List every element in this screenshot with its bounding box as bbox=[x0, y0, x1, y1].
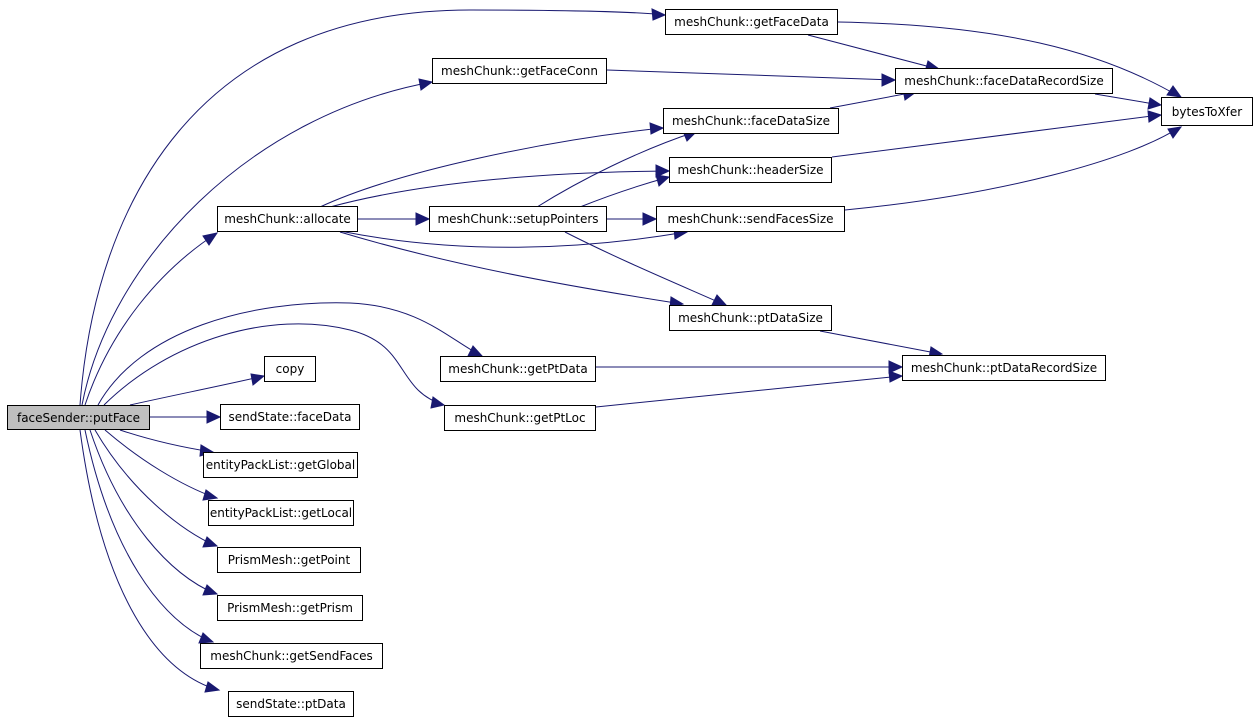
edge-putFace-getSendFaces bbox=[84, 429, 213, 643]
arrow-sendFacesSize-bytesToXfer bbox=[1167, 126, 1183, 139]
edge-headerSize-bytesToXfer bbox=[831, 114, 1161, 158]
node-meshchunk-headersize[interactable]: meshChunk::headerSize bbox=[669, 157, 832, 183]
edge-getFaceData-bytesToXfer bbox=[837, 21, 1181, 98]
edge-putFace-getLocal bbox=[104, 429, 217, 499]
arrow-allocate-headerSize bbox=[655, 164, 671, 178]
edge-putFace-getPrism bbox=[89, 429, 217, 595]
arrow-putFace-getFaceData bbox=[651, 8, 667, 21]
node-bytestoxfer[interactable]: bytesToXfer bbox=[1161, 97, 1253, 126]
arrow-putFace-getSendFaces bbox=[198, 632, 215, 644]
node-meshchunk-getfaceconn[interactable]: meshChunk::getFaceConn bbox=[432, 58, 607, 84]
edge-allocate-faceDataSize bbox=[319, 127, 663, 208]
node-meshchunk-allocate[interactable]: meshChunk::allocate bbox=[217, 206, 358, 232]
node-sendstate-facedata[interactable]: sendState::faceData bbox=[220, 404, 360, 430]
node-sendstate-ptdata[interactable]: sendState::ptData bbox=[228, 691, 354, 717]
edge-putFace-getPoint bbox=[94, 429, 217, 547]
edge-faceDataSize-faceDataRecordSize bbox=[829, 91, 916, 109]
arrow-putFace-getFaceConn bbox=[418, 78, 434, 91]
arrow-putFace-getPtLoc bbox=[430, 396, 446, 409]
edge-setupPointers-faceDataSize bbox=[536, 131, 696, 208]
edge-allocate-ptDataSize bbox=[339, 231, 683, 305]
edge-getFaceConn-faceDataRecordSize bbox=[606, 69, 895, 81]
node-meshchunk-setuppointers[interactable]: meshChunk::setupPointers bbox=[429, 206, 607, 232]
arrow-putFace-sendStateFaceData bbox=[206, 410, 222, 424]
arrow-putFace-getPrism bbox=[202, 584, 219, 596]
arrow-allocate-setupPointers bbox=[415, 212, 431, 226]
node-facesender-putface: faceSender::putFace bbox=[7, 405, 150, 430]
node-entitypacklist-getlocal[interactable]: entityPackList::getLocal bbox=[208, 500, 354, 526]
node-meshchunk-facedatasize[interactable]: meshChunk::faceDataSize bbox=[663, 108, 839, 134]
node-entitypacklist-getglobal[interactable]: entityPackList::getGlobal bbox=[203, 452, 358, 478]
edge-putFace-getPtData bbox=[97, 302, 483, 406]
arrow-getPtLoc-ptDataRecordSize bbox=[888, 370, 904, 383]
edge-putFace-getFaceData bbox=[79, 9, 665, 406]
node-meshchunk-getptloc[interactable]: meshChunk::getPtLoc bbox=[444, 405, 596, 431]
edge-ptDataSize-ptDataRecordSize bbox=[819, 330, 942, 355]
node-prismmesh-getpoint[interactable]: PrismMesh::getPoint bbox=[217, 547, 361, 573]
arrow-getFaceData-bytesToXfer bbox=[1166, 85, 1183, 98]
arrow-allocate-faceDataSize bbox=[649, 122, 665, 135]
edge-putFace-copy bbox=[129, 375, 265, 406]
edge-putFace-ptData bbox=[79, 429, 219, 691]
arrow-putFace-copy bbox=[250, 373, 266, 386]
edge-setupPointers-ptDataSize bbox=[564, 231, 726, 306]
edge-putFace-allocate bbox=[84, 232, 218, 406]
arrow-getPtData-ptDataRecordSize bbox=[888, 360, 904, 374]
arrow-setupPointers-sendFacesSize bbox=[642, 212, 658, 226]
edge-putFace-getFaceConn bbox=[81, 81, 433, 406]
arrow-putFace-getPoint bbox=[202, 536, 219, 548]
arrow-setupPointers-headerSize bbox=[655, 174, 671, 187]
arrow-putFace-getPtData bbox=[467, 345, 484, 357]
arrow-putFace-getLocal bbox=[202, 489, 219, 501]
edge-allocate-headerSize bbox=[329, 170, 669, 208]
node-meshchunk-getfacedata[interactable]: meshChunk::getFaceData bbox=[665, 9, 838, 35]
node-meshchunk-getptdata[interactable]: meshChunk::getPtData bbox=[440, 356, 596, 382]
edge-getFaceData-faceDataRecordSize bbox=[807, 34, 939, 70]
edge-allocate-sendFacesSize bbox=[339, 230, 687, 248]
node-prismmesh-getprism[interactable]: PrismMesh::getPrism bbox=[217, 595, 363, 621]
node-meshchunk-facedatarecordsize[interactable]: meshChunk::faceDataRecordSize bbox=[895, 68, 1113, 94]
arrow-putFace-ptData bbox=[204, 681, 221, 693]
arrow-headerSize-bytesToXfer bbox=[1147, 110, 1163, 123]
node-copy[interactable]: copy bbox=[264, 356, 316, 382]
node-meshchunk-ptdatarecordsize[interactable]: meshChunk::ptDataRecordSize bbox=[902, 355, 1106, 381]
node-meshchunk-sendfacessize[interactable]: meshChunk::sendFacesSize bbox=[656, 206, 845, 232]
edge-sendFacesSize-bytesToXfer bbox=[844, 126, 1181, 211]
node-meshchunk-ptdatasize[interactable]: meshChunk::ptDataSize bbox=[669, 305, 832, 331]
arrow-faceDataRecordSize-bytesToXfer bbox=[1147, 97, 1163, 110]
arrow-setupPointers-ptDataSize bbox=[711, 294, 728, 306]
edge-putFace-getGlobal bbox=[119, 429, 213, 453]
edge-getPtLoc-ptDataRecordSize bbox=[595, 375, 902, 408]
node-meshchunk-getsendfaces[interactable]: meshChunk::getSendFaces bbox=[200, 643, 383, 669]
arrow-putFace-allocate bbox=[202, 232, 219, 246]
edge-setupPointers-headerSize bbox=[579, 176, 670, 208]
edge-putFace-getPtLoc bbox=[103, 323, 445, 406]
arrow-getFaceConn-faceDataRecordSize bbox=[881, 73, 897, 87]
